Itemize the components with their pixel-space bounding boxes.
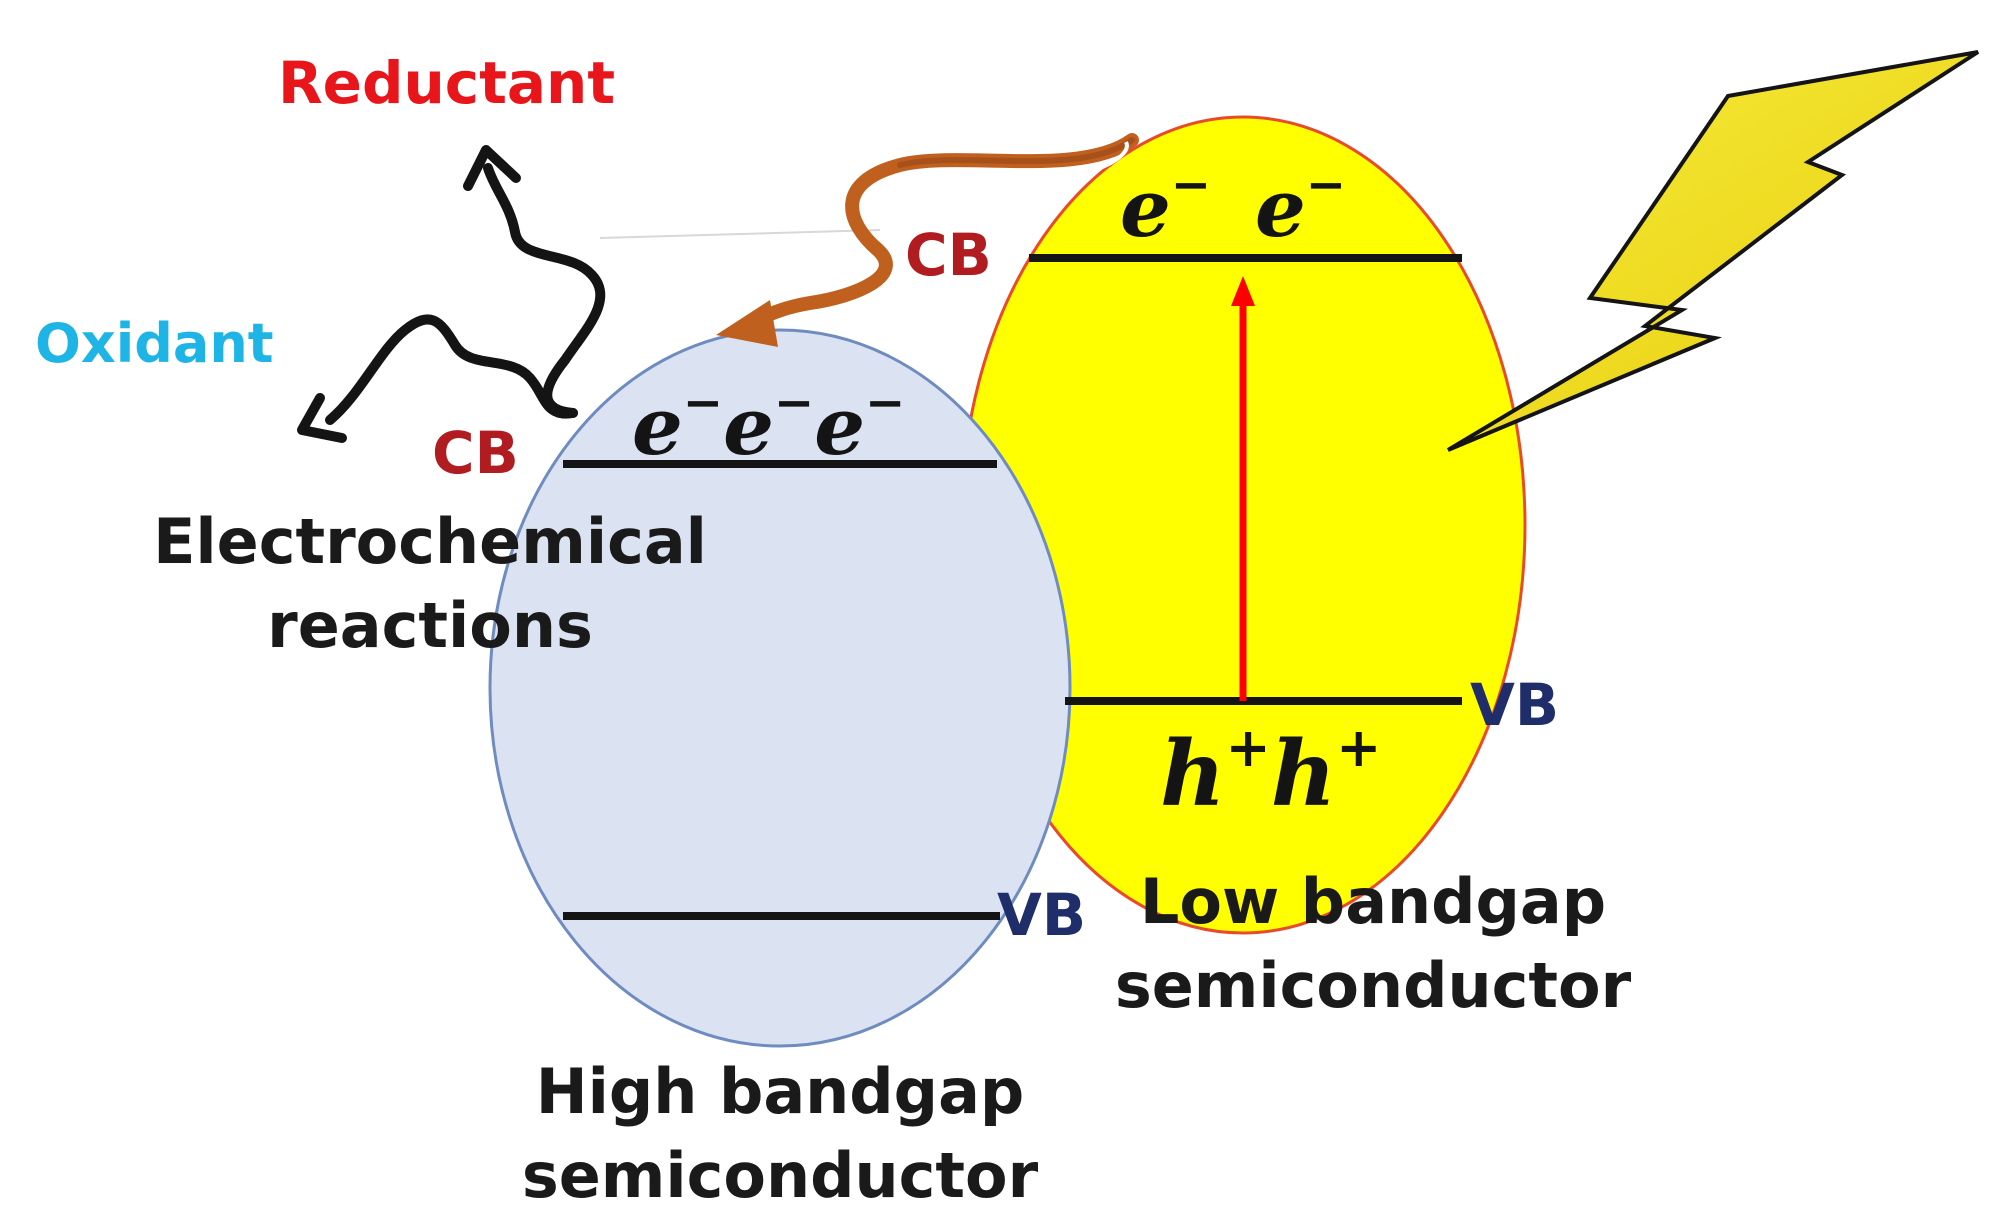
guide-line <box>599 229 881 239</box>
excitation-arrow <box>1231 276 1255 701</box>
low-bandgap-line1: Low bandgap <box>1139 865 1607 938</box>
high-bandgap-line1: High bandgap <box>535 1055 1025 1128</box>
electron-symbol: e− <box>1254 157 1347 255</box>
electrochemical-reactions-caption: Electrochemical reactions <box>150 500 710 667</box>
low-bandgap-caption: Low bandgap semiconductor <box>1093 860 1653 1027</box>
lightning-bolt-icon <box>1446 50 1980 452</box>
hole-symbol: h+ <box>1160 714 1271 827</box>
low-vb-holes: h+h+ <box>1160 720 1381 819</box>
electrochemical-line2: reactions <box>267 588 593 662</box>
electron-symbol: e− <box>723 375 815 473</box>
electron-symbol: e− <box>1120 157 1212 255</box>
oxidant-arrow <box>297 314 578 443</box>
low-cb-electrons: e− e− <box>1120 161 1346 248</box>
high-cb-electrons: e−e−e− <box>632 379 905 466</box>
oxidant-label: Oxidant <box>35 312 274 375</box>
electron-symbol: e− <box>814 375 906 473</box>
reductant-arrow <box>463 145 606 418</box>
electron-transfer-arrow <box>716 133 1139 347</box>
low-bandgap-line2: semiconductor <box>1114 948 1632 1022</box>
high-vb-label: VB <box>997 881 1087 949</box>
electron-symbol: e− <box>632 375 724 473</box>
high-bandgap-ellipse <box>488 328 1072 1048</box>
electrochemical-line1: Electrochemical <box>153 505 707 578</box>
low-vb-label: VB <box>1470 671 1560 739</box>
hole-symbol: h+ <box>1270 714 1382 827</box>
reductant-label: Reductant <box>278 49 616 117</box>
high-bandgap-line2: semiconductor <box>521 1138 1039 1212</box>
low-cb-label: CB <box>905 221 992 289</box>
high-bandgap-caption: High bandgap semiconductor <box>500 1050 1060 1217</box>
high-cb-label: CB <box>432 419 519 487</box>
